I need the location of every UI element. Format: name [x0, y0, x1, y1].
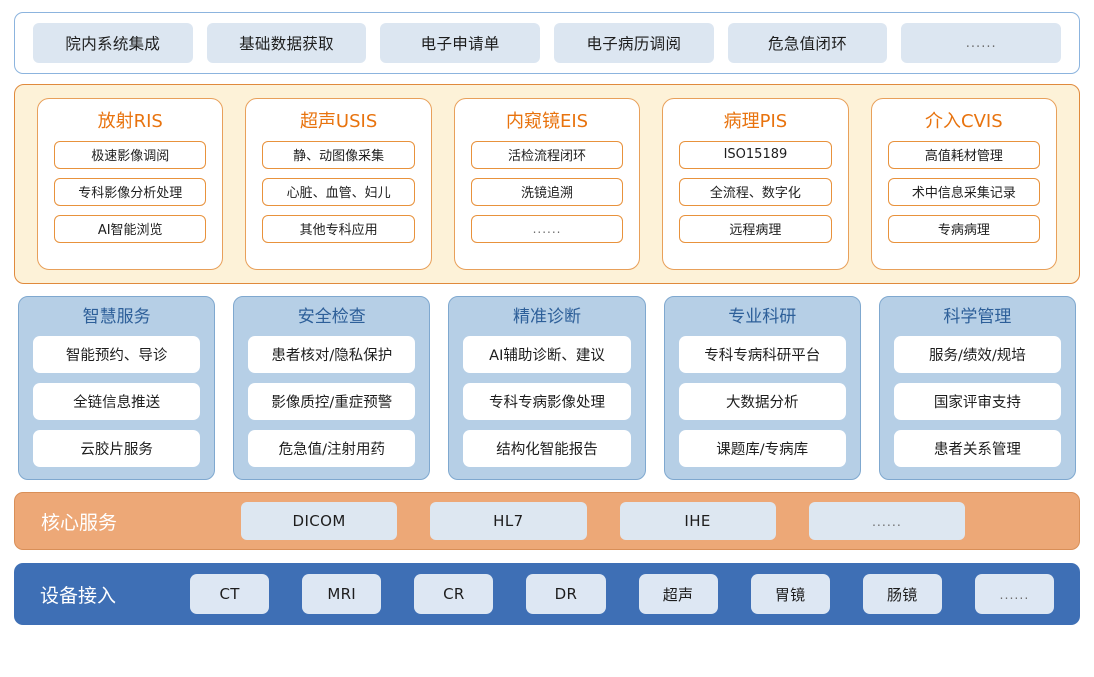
capability-item[interactable]: 大数据分析 — [678, 383, 846, 421]
core-services-chips: DICOM HL7 IHE ...... — [241, 502, 1061, 540]
core-services-label: 核心服务 — [41, 511, 118, 534]
integration-strip: 院内系统集成 基础数据获取 电子申请单 电子病历调阅 危急值闭环 ...... — [14, 12, 1080, 74]
capability-item[interactable]: 结构化智能报告 — [463, 430, 631, 468]
device-access-bar: 设备接入 CT MRI CR DR 超声 胃镜 肠镜 ...... — [14, 563, 1080, 625]
capability-item[interactable]: 智能预约、导诊 — [33, 336, 201, 374]
specialty-item[interactable]: 远程病理 — [679, 214, 832, 243]
capability-item[interactable]: AI辅助诊断、建议 — [463, 336, 631, 374]
core-service-chip[interactable]: DICOM — [241, 502, 398, 540]
capability-card-title: 精准诊断 — [513, 307, 581, 327]
specialty-card-title: 超声USIS — [299, 111, 378, 132]
integration-chip[interactable]: 电子申请单 — [380, 23, 541, 63]
capability-row: 智慧服务 智能预约、导诊 全链信息推送 云胶片服务 安全检查 患者核对/隐私保护… — [14, 296, 1080, 480]
specialty-card-title: 病理PIS — [723, 111, 788, 132]
device-chip[interactable]: 超声 — [638, 574, 718, 614]
specialty-item[interactable]: 高值耗材管理 — [887, 140, 1041, 169]
specialty-item[interactable]: 活检流程闭环 — [470, 140, 624, 169]
specialty-item[interactable]: 专科影像分析处理 — [54, 177, 207, 206]
specialty-item[interactable]: 其他专科应用 — [262, 214, 415, 243]
capability-item[interactable]: 影像质控/重症预警 — [248, 383, 416, 421]
specialty-card-items: 活检流程闭环 洗镜追溯 ...... — [470, 140, 624, 259]
capability-item[interactable]: 专科专病科研平台 — [678, 336, 846, 374]
specialty-item[interactable]: 静、动图像采集 — [262, 140, 415, 169]
core-service-chip-more[interactable]: ...... — [808, 502, 965, 540]
specialty-card-title: 内窥镜EIS — [505, 111, 589, 132]
specialty-card-usis[interactable]: 超声USIS 静、动图像采集 心脏、血管、妇儿 其他专科应用 — [245, 98, 432, 270]
device-access-label: 设备接入 — [40, 584, 117, 607]
device-chip[interactable]: CT — [190, 574, 270, 614]
integration-chip-more[interactable]: ...... — [901, 23, 1062, 63]
device-chip[interactable]: 肠镜 — [862, 574, 942, 614]
specialty-item[interactable]: 全流程、数字化 — [679, 177, 832, 206]
capability-item[interactable]: 全链信息推送 — [33, 383, 201, 421]
specialty-card-items: 高值耗材管理 术中信息采集记录 专病病理 — [887, 140, 1041, 259]
integration-chip[interactable]: 院内系统集成 — [33, 23, 193, 63]
specialty-card-title: 放射RIS — [97, 111, 163, 132]
specialty-card-ris[interactable]: 放射RIS 极速影像调阅 专科影像分析处理 AI智能浏览 — [37, 98, 224, 270]
capability-card-title: 安全检查 — [297, 307, 366, 327]
capability-card-items: AI辅助诊断、建议 专科专病影像处理 结构化智能报告 — [463, 336, 631, 468]
specialty-systems-panel: 放射RIS 极速影像调阅 专科影像分析处理 AI智能浏览 超声USIS 静、动图… — [14, 84, 1080, 284]
core-service-chip[interactable]: HL7 — [430, 502, 587, 540]
device-chip[interactable]: DR — [526, 574, 606, 614]
specialty-card-pis[interactable]: 病理PIS ISO15189 全流程、数字化 远程病理 — [662, 98, 849, 270]
device-chip-more[interactable]: ...... — [974, 574, 1054, 614]
integration-chip[interactable]: 电子病历调阅 — [554, 23, 714, 63]
specialty-card-items: 静、动图像采集 心脏、血管、妇儿 其他专科应用 — [262, 140, 415, 259]
core-service-chip[interactable]: IHE — [619, 502, 776, 540]
capability-card-research[interactable]: 专业科研 专科专病科研平台 大数据分析 课题库/专病库 — [663, 296, 861, 480]
capability-item[interactable]: 危急值/注射用药 — [248, 430, 416, 468]
specialty-card-items: 极速影像调阅 专科影像分析处理 AI智能浏览 — [54, 140, 207, 259]
capability-card-title: 科学管理 — [943, 307, 1012, 327]
device-chip[interactable]: CR — [414, 574, 494, 614]
specialty-card-title: 介入CVIS — [925, 111, 1003, 132]
specialty-item[interactable]: ISO15189 — [679, 140, 832, 169]
capability-card-management[interactable]: 科学管理 服务/绩效/规培 国家评审支持 患者关系管理 — [878, 296, 1077, 480]
capability-item[interactable]: 患者关系管理 — [893, 430, 1062, 468]
capability-item[interactable]: 国家评审支持 — [893, 383, 1062, 421]
device-access-chips: CT MRI CR DR 超声 胃镜 肠镜 ...... — [190, 574, 1060, 614]
specialty-card-eis[interactable]: 内窥镜EIS 活检流程闭环 洗镜追溯 ...... — [453, 98, 641, 270]
capability-item[interactable]: 专科专病影像处理 — [463, 383, 631, 421]
capability-item[interactable]: 云胶片服务 — [33, 430, 201, 468]
specialty-item[interactable]: 术中信息采集记录 — [887, 177, 1041, 206]
device-chip[interactable]: 胃镜 — [750, 574, 830, 614]
capability-card-safety-check[interactable]: 安全检查 患者核对/隐私保护 影像质控/重症预警 危急值/注射用药 — [233, 296, 431, 480]
capability-card-items: 专科专病科研平台 大数据分析 课题库/专病库 — [678, 336, 846, 468]
capability-card-title: 专业科研 — [728, 307, 797, 327]
capability-item[interactable]: 课题库/专病库 — [678, 430, 846, 468]
capability-card-smart-service[interactable]: 智慧服务 智能预约、导诊 全链信息推送 云胶片服务 — [18, 296, 216, 480]
capability-item[interactable]: 服务/绩效/规培 — [893, 336, 1062, 374]
capability-card-precision-diagnosis[interactable]: 精准诊断 AI辅助诊断、建议 专科专病影像处理 结构化智能报告 — [448, 296, 646, 480]
specialty-item[interactable]: 专病病理 — [887, 214, 1041, 243]
device-chip[interactable]: MRI — [302, 574, 382, 614]
specialty-item[interactable]: AI智能浏览 — [54, 214, 207, 243]
specialty-item-more[interactable]: ...... — [470, 214, 624, 243]
capability-card-items: 服务/绩效/规培 国家评审支持 患者关系管理 — [893, 336, 1062, 468]
specialty-item[interactable]: 洗镜追溯 — [470, 177, 624, 206]
integration-chip[interactable]: 基础数据获取 — [206, 23, 367, 63]
specialty-item[interactable]: 心脏、血管、妇儿 — [262, 177, 415, 206]
core-services-bar: 核心服务 DICOM HL7 IHE ...... — [14, 492, 1080, 550]
capability-item[interactable]: 患者核对/隐私保护 — [248, 336, 416, 374]
specialty-item[interactable]: 极速影像调阅 — [54, 140, 207, 169]
capability-card-items: 智能预约、导诊 全链信息推送 云胶片服务 — [33, 336, 201, 468]
specialty-card-items: ISO15189 全流程、数字化 远程病理 — [679, 140, 832, 259]
capability-card-title: 智慧服务 — [82, 307, 151, 327]
specialty-card-cvis[interactable]: 介入CVIS 高值耗材管理 术中信息采集记录 专病病理 — [870, 98, 1058, 270]
integration-chip[interactable]: 危急值闭环 — [727, 23, 888, 63]
capability-card-items: 患者核对/隐私保护 影像质控/重症预警 危急值/注射用药 — [248, 336, 416, 468]
